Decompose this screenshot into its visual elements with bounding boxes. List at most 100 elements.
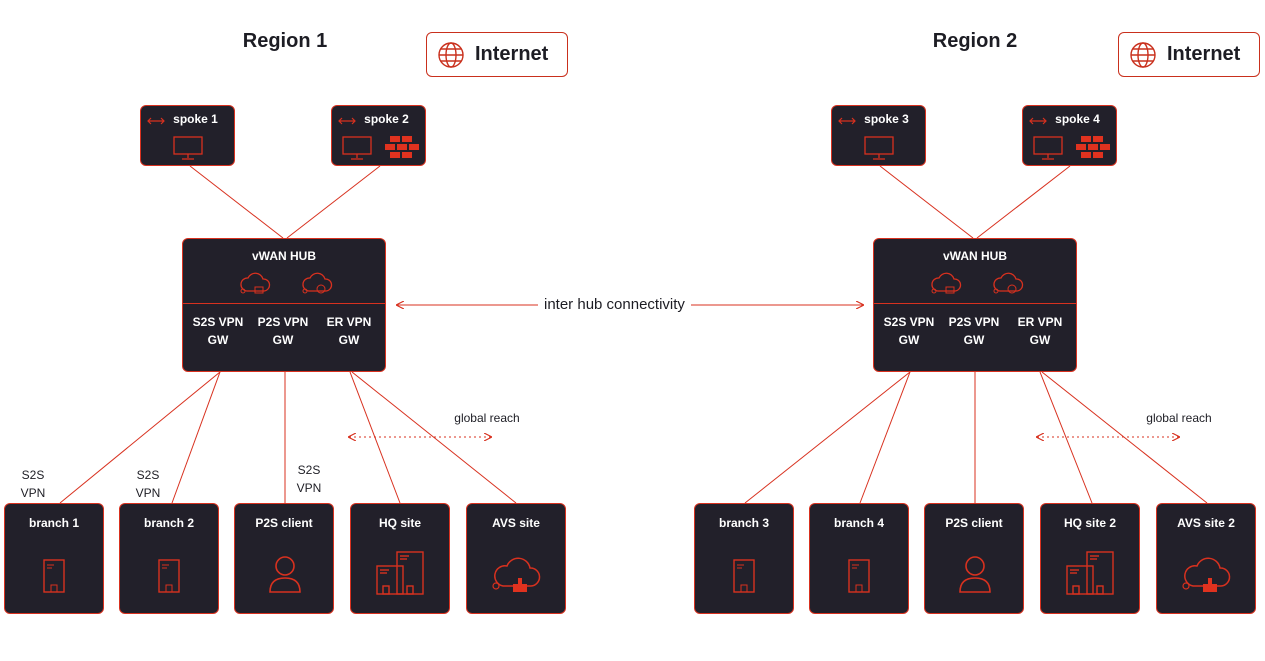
peering-arrow-icon	[338, 117, 356, 125]
link-spoke4-hub2	[976, 165, 1071, 239]
gateway-label: GW	[272, 333, 294, 347]
monitor-icon	[864, 136, 894, 160]
cloud-site-icon	[1182, 557, 1231, 592]
internet-node: Internet	[1118, 32, 1260, 77]
gateway-label: S2S VPN	[192, 315, 244, 329]
server-icon	[848, 559, 870, 593]
global-reach-label: global reach	[1146, 411, 1212, 425]
s2s-vpn-link-label: S2S VPN	[131, 466, 165, 502]
vwan-hub: vWAN HUB S2S VPN GW P2S VPN GW ER VPN GW	[873, 238, 1077, 372]
site-node-branch: branch 1	[4, 503, 104, 614]
link-hub1-branch2	[171, 371, 221, 504]
site-node-p2s-client: P2S client	[924, 503, 1024, 614]
spoke-node: spoke 3	[831, 105, 926, 166]
site-node-branch: branch 4	[809, 503, 909, 614]
spoke-node: spoke 2	[331, 105, 426, 166]
cloud-icon	[240, 272, 271, 294]
site-label: HQ site	[378, 516, 421, 530]
site-label: P2S client	[945, 516, 1003, 530]
peering-arrow-icon	[838, 117, 856, 125]
site-node-branch: branch 3	[694, 503, 794, 614]
global-reach-label: global reach	[454, 411, 520, 425]
internet-label: Internet	[475, 43, 549, 65]
gateway-label: GW	[898, 333, 920, 347]
er-vpn-gateway: ER VPN GW	[1008, 313, 1072, 349]
link-hub2-avs	[1041, 371, 1208, 504]
user-icon	[269, 556, 301, 593]
hub-divider	[874, 303, 1076, 304]
site-label: branch 1	[28, 516, 79, 530]
link-hub2-branch4	[859, 371, 911, 504]
site-label: AVS site	[492, 516, 540, 530]
peering-arrow-icon	[147, 117, 165, 125]
gateway-label: P2S VPN	[948, 315, 1000, 329]
hub-title: vWAN HUB	[942, 249, 1007, 263]
p2s-vpn-gateway: P2S VPN GW	[942, 313, 1006, 349]
gateway-label: ER VPN	[1017, 315, 1063, 329]
gateway-label: GW	[963, 333, 985, 347]
link-label-line: VPN	[135, 486, 161, 500]
site-label: branch 3	[718, 516, 769, 530]
link-label-line: VPN	[20, 486, 46, 500]
server-icon	[733, 559, 755, 593]
monitor-icon	[1033, 136, 1063, 160]
region-title: Region 1	[242, 30, 328, 52]
site-label: P2S client	[255, 516, 313, 530]
region-title: Region 2	[932, 30, 1018, 52]
site-label: branch 2	[143, 516, 194, 530]
site-label: AVS site 2	[1177, 516, 1235, 530]
spoke-label: spoke 1	[173, 112, 218, 126]
internet-node: Internet	[426, 32, 568, 77]
s2s-vpn-link-label: S2S VPN	[16, 466, 50, 502]
cloud-icon	[302, 272, 333, 294]
s2s-vpn-gateway: S2S VPN GW	[186, 313, 250, 349]
monitor-icon	[173, 136, 203, 160]
spoke-label: spoke 4	[1055, 112, 1100, 126]
user-icon	[959, 556, 991, 593]
link-label-line: S2S	[136, 468, 160, 482]
site-node-branch: branch 2	[119, 503, 219, 614]
site-node-avs: AVS site 2	[1156, 503, 1256, 614]
site-node-avs: AVS site	[466, 503, 566, 614]
site-node-p2s-client: P2S client	[234, 503, 334, 614]
buildings-icon	[376, 551, 424, 595]
buildings-icon	[1066, 551, 1114, 595]
gateway-label: GW	[207, 333, 229, 347]
server-icon	[43, 559, 65, 593]
hub-title: vWAN HUB	[251, 249, 316, 263]
site-node-hq: HQ site 2	[1040, 503, 1140, 614]
link-spoke1-hub1	[189, 165, 284, 239]
firewall-icon	[1076, 136, 1110, 158]
gateway-label: GW	[338, 333, 360, 347]
spoke-label: spoke 2	[364, 112, 409, 126]
globe-icon	[438, 41, 464, 68]
inter-hub-label: inter hub connectivity	[538, 296, 691, 313]
link-hub2-branch3	[744, 371, 911, 504]
spoke-node: spoke 4	[1022, 105, 1117, 166]
firewall-icon	[385, 136, 419, 158]
link-hub1-branch1	[59, 371, 221, 504]
site-label: HQ site 2	[1063, 516, 1117, 530]
spoke-label: spoke 3	[864, 112, 909, 126]
spoke-node: spoke 1	[140, 105, 235, 166]
cloud-site-icon	[492, 557, 541, 592]
server-icon	[158, 559, 180, 593]
link-label-line: VPN	[296, 481, 322, 495]
link-spoke3-hub2	[879, 165, 974, 239]
gateway-label: S2S VPN	[883, 315, 935, 329]
gateway-label: ER VPN	[326, 315, 372, 329]
internet-label: Internet	[1167, 43, 1241, 65]
link-label-line: S2S	[21, 468, 45, 482]
er-vpn-gateway: ER VPN GW	[317, 313, 381, 349]
link-label-line: S2S	[297, 463, 321, 477]
cloud-icon	[993, 272, 1024, 294]
cloud-icon	[931, 272, 962, 294]
s2s-vpn-gateway: S2S VPN GW	[877, 313, 941, 349]
p2s-vpn-gateway: P2S VPN GW	[251, 313, 315, 349]
peering-arrow-icon	[1029, 117, 1047, 125]
monitor-icon	[342, 136, 372, 160]
gateway-label: GW	[1029, 333, 1051, 347]
site-node-hq: HQ site	[350, 503, 450, 614]
gateway-label: P2S VPN	[257, 315, 309, 329]
